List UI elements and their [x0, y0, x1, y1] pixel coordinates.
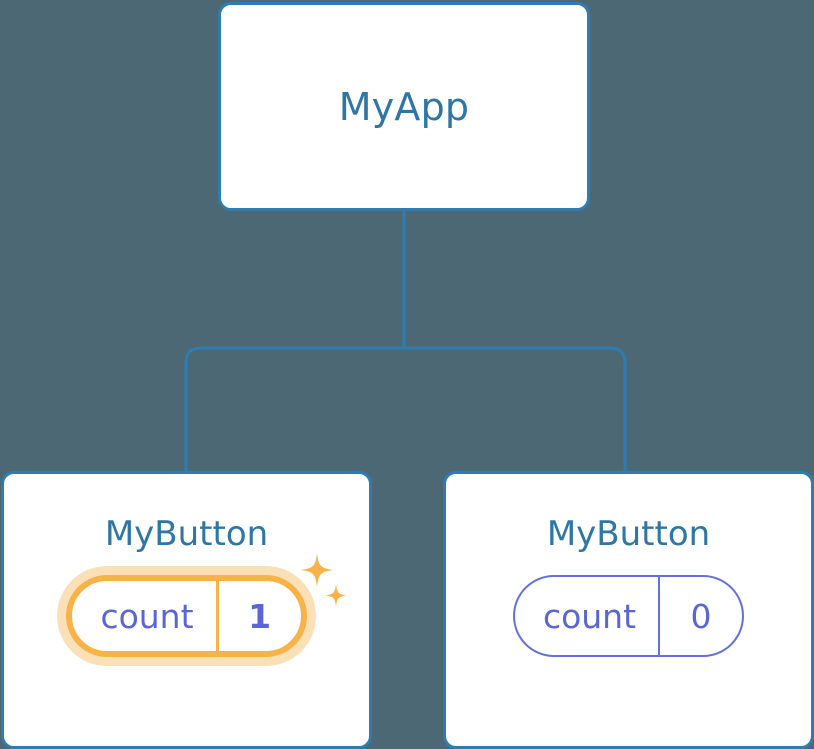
- state-pill-divider: [215, 581, 219, 651]
- tree-node-child-1[interactable]: MyButton count 0: [443, 471, 814, 749]
- state-pill-divider: [658, 577, 661, 655]
- child-node-label: MyButton: [104, 514, 269, 554]
- state-pill-wrapper: count 1: [66, 553, 347, 657]
- state-pill[interactable]: count 0: [512, 575, 745, 657]
- state-pill[interactable]: count 1: [66, 575, 307, 657]
- tree-node-child-0[interactable]: MyButton count 1: [1, 471, 372, 749]
- sparkle-small-icon: [324, 584, 347, 607]
- connector-branches: [184, 346, 627, 471]
- tree-node-root[interactable]: MyApp: [218, 2, 590, 211]
- state-value: 1: [248, 596, 272, 636]
- child-node-label: MyButton: [546, 514, 711, 554]
- sparkle-large-icon: [299, 553, 334, 587]
- state-value: 0: [690, 596, 712, 636]
- root-node-label: MyApp: [338, 84, 470, 129]
- state-key: count: [100, 596, 194, 636]
- state-key: count: [542, 596, 637, 636]
- state-pill-wrapper: count 0: [512, 575, 745, 657]
